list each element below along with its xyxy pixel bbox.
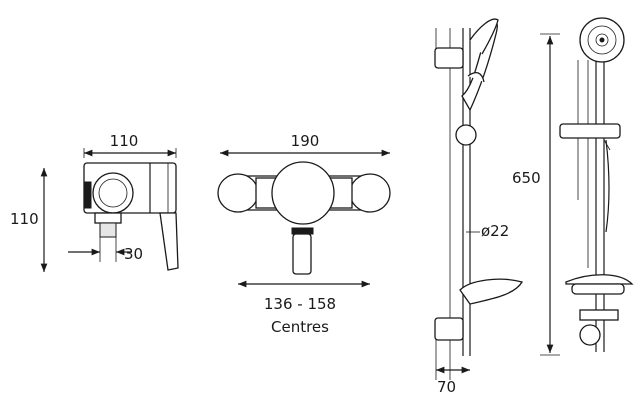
centres-range-label: 136 - 158 xyxy=(264,295,336,313)
side-width-label: 110 xyxy=(110,132,139,150)
side-view-valve xyxy=(83,162,179,271)
outlet-offset-label: 30 xyxy=(124,245,143,263)
front-width-dimension: 190 xyxy=(220,132,390,157)
front-width-label: 190 xyxy=(291,132,320,150)
hose-diameter-label: ø22 xyxy=(481,222,509,240)
front-view-valve xyxy=(217,161,391,275)
side-height-label: 110 xyxy=(10,210,39,228)
outlet-offset-dimension: 30 xyxy=(68,237,143,263)
side-width-dimension: 110 xyxy=(83,132,177,158)
rail-height-dimension: 650 xyxy=(512,33,560,356)
rail-front-view xyxy=(559,17,634,352)
rail-height-label: 650 xyxy=(512,169,541,187)
rail-depth-label: 70 xyxy=(437,378,456,396)
rail-side-view xyxy=(434,18,523,380)
centres-dimension: 136 - 158 Centres xyxy=(238,280,370,336)
side-height-dimension: 110 xyxy=(10,168,48,272)
rail-depth-dimension: 70 xyxy=(436,366,470,396)
centres-label: Centres xyxy=(271,318,329,336)
hose-diameter-callout: ø22 xyxy=(481,222,509,240)
